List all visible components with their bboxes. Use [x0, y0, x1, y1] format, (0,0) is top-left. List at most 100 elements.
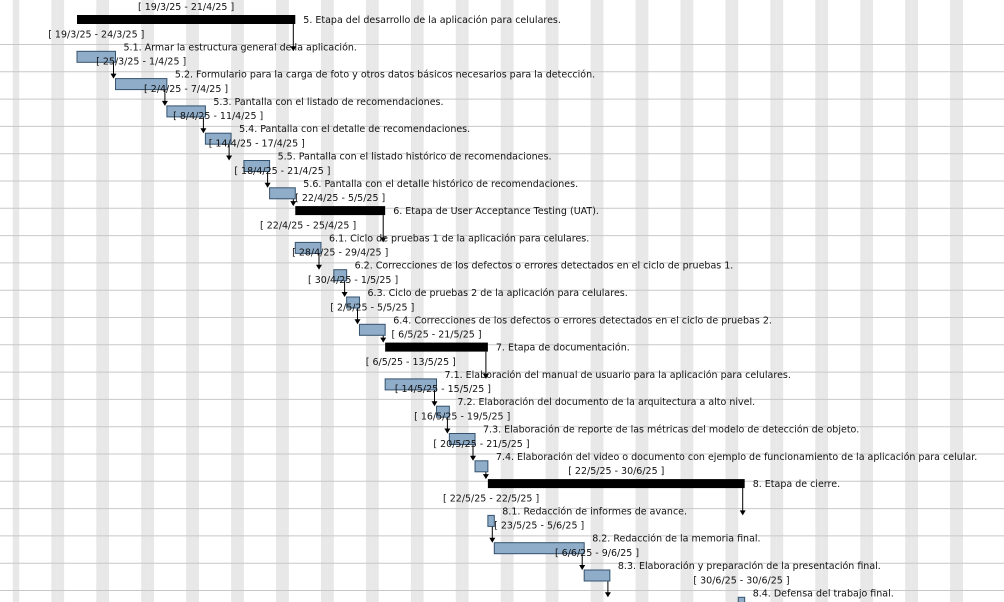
task-name: 6.2. Correcciones de los defectos o erro…: [355, 261, 734, 272]
dependency-arrowhead: [226, 155, 233, 161]
weekend-stripe: [51, 0, 58, 602]
task-name: 5. Etapa del desarrollo de la aplicación…: [303, 15, 561, 26]
task-bar: [115, 78, 168, 91]
task-name: 7.3. Elaboración de reporte de las métri…: [483, 425, 859, 436]
weekend-stripe: [410, 0, 418, 602]
task-name: 6.3. Ciclo de pruebas 2 de la aplicación…: [368, 288, 628, 299]
weekend-stripe: [507, 0, 514, 602]
dependency-arrowhead: [290, 201, 297, 207]
task-bar: [166, 105, 206, 118]
dependency-arrowhead: [110, 73, 117, 79]
weekend-stripe: [102, 0, 110, 602]
task-name: 8.2. Redacción de la memoria final.: [592, 534, 760, 545]
dependency-arrowhead: [482, 373, 489, 379]
weekend-stripe: [57, 0, 65, 602]
weekend-stripe: [680, 0, 687, 602]
weekend-stripe: [186, 0, 193, 602]
weekend-stripe: [686, 0, 694, 602]
summary-bar: [295, 206, 386, 216]
dependency-arrowhead: [489, 537, 496, 543]
weekend-stripe: [635, 0, 642, 602]
task-date-range: [ 22/4/25 - 25/4/25 ]: [260, 220, 356, 231]
weekend-stripe: [141, 0, 148, 602]
weekend-stripe: [956, 0, 963, 602]
dependency-arrowhead: [290, 46, 297, 52]
task-date-range: [ 16/5/25 - 19/5/25 ]: [414, 412, 510, 423]
weekend-stripe: [866, 0, 874, 602]
dependency-arrowhead: [444, 428, 451, 434]
task-date-range: [ 2/4/25 - 7/4/25 ]: [144, 84, 228, 95]
task-bar: [737, 596, 746, 602]
task-name: 8. Etapa de cierre.: [753, 479, 840, 490]
dependency-arrowhead: [604, 592, 611, 598]
task-date-range: [ 25/3/25 - 1/4/25 ]: [96, 57, 186, 68]
task-bar: [436, 405, 450, 418]
task-date-range: [ 6/5/25 - 21/5/25 ]: [391, 330, 481, 341]
weekend-stripe: [552, 0, 559, 602]
task-name: 5.4. Pantalla con el detalle de recomend…: [239, 124, 470, 135]
task-bar: [333, 269, 348, 282]
weekend-stripe: [282, 0, 289, 602]
task-date-range: [ 30/6/25 - 30/6/25 ]: [693, 575, 789, 586]
weekend-stripe: [911, 0, 919, 602]
dependency-arrowhead: [380, 237, 387, 243]
task-name: 8.3. Elaboración y preparación de la pre…: [618, 561, 881, 572]
weekend-stripe: [597, 0, 604, 602]
task-bars: [76, 15, 746, 602]
summary-bar: [77, 15, 296, 24]
task-labels: [ 19/3/25 - 21/4/25 ] 5. Etapa del desarr…: [48, 2, 977, 599]
task-name: 8.4. Defensa del trabajo final.: [753, 588, 894, 599]
task-date-range: [ 22/4/25 - 5/5/25 ]: [295, 193, 385, 204]
dependency-arrowhead: [264, 182, 271, 188]
weekend-stripe: [776, 0, 784, 602]
task-bar: [384, 378, 438, 391]
summary-bar: [385, 342, 488, 352]
task-date-range: [ 28/4/25 - 29/4/25 ]: [292, 248, 388, 259]
weekend-stripe: [500, 0, 508, 602]
weekend-stripe: [545, 0, 553, 602]
dependency-arrowhead: [739, 510, 746, 516]
task-name: 5.5. Pantalla con el listado histórico d…: [278, 152, 552, 163]
weekend-stripe: [237, 0, 244, 602]
summary-bar: [487, 479, 745, 489]
weekend-stripe: [372, 0, 379, 602]
task-date-range: [ 22/5/25 - 30/6/25 ]: [568, 466, 664, 477]
weekend-stripe: [770, 0, 777, 602]
dependency-arrowhead: [200, 128, 207, 134]
weekend-stripe: [905, 0, 912, 602]
weekend-stripe: [231, 0, 238, 602]
dependency-arrowhead: [470, 455, 476, 461]
task-date-range: [ 6/6/25 - 9/6/25 ]: [555, 548, 639, 559]
dependency-arrows: [110, 24, 746, 598]
dependency-arrowhead: [579, 565, 586, 570]
dependency-arrowhead: [431, 401, 438, 407]
dependency-arrowhead: [380, 337, 387, 343]
task-name: 8.1. Redacción de informes de avance.: [502, 506, 687, 517]
task-name: 7.4. Elaboración del video o documento c…: [496, 452, 977, 463]
task-name: 6.1. Ciclo de pruebas 1 de la aplicación…: [329, 233, 589, 244]
task-date-range: [ 19/3/25 - 21/4/25 ]: [138, 2, 234, 13]
dependency-arrowhead: [354, 319, 361, 325]
task-bar: [358, 323, 386, 336]
weekend-stripes: [12, 0, 963, 602]
task-date-range: [ 14/5/25 - 15/5/25 ]: [395, 384, 491, 395]
dependency-arrowhead: [161, 100, 168, 106]
weekend-stripe: [731, 0, 739, 602]
task-name: 7. Etapa de documentación.: [496, 343, 630, 354]
weekend-stripe: [590, 0, 598, 602]
dependency-arrowhead: [482, 474, 489, 480]
task-date-range: [ 6/5/25 - 13/5/25 ]: [366, 357, 456, 368]
weekend-stripe: [455, 0, 463, 602]
weekend-stripe: [147, 0, 155, 602]
task-date-range: [ 20/5/25 - 21/5/25 ]: [433, 439, 529, 450]
weekend-stripe: [417, 0, 424, 602]
task-name: 7.1. Elaboración del manual de usuario p…: [445, 370, 791, 381]
row-gridlines: [0, 44, 1004, 591]
task-date-range: [ 19/3/25 - 24/3/25 ]: [48, 29, 144, 40]
task-bar: [583, 569, 611, 582]
task-name: 6.4. Correcciones de los defectos o erro…: [393, 315, 772, 326]
weekend-stripe: [950, 0, 957, 602]
task-name: 5.2. Formulario para la carga de foto y …: [175, 70, 595, 81]
weekend-stripe: [327, 0, 334, 602]
